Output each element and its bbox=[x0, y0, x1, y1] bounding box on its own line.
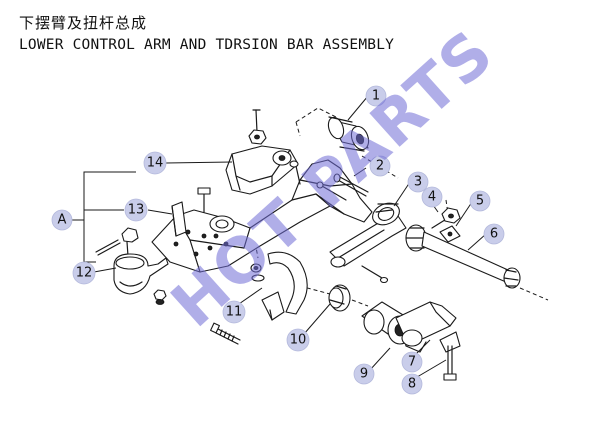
callout-4: 4 bbox=[421, 186, 443, 208]
part-nut-4 bbox=[441, 207, 461, 224]
part-lever-7 bbox=[395, 301, 457, 353]
svg-text:A: A bbox=[58, 213, 67, 228]
part-ball-joint-12 bbox=[95, 227, 169, 305]
callout-a: A bbox=[51, 209, 73, 231]
callout-13: 13 bbox=[124, 198, 148, 222]
part-bushing-1 bbox=[327, 116, 370, 152]
svg-text:1: 1 bbox=[372, 89, 380, 104]
callout-9: 9 bbox=[353, 363, 375, 385]
svg-text:13: 13 bbox=[128, 203, 145, 218]
callout-1: 1 bbox=[365, 85, 387, 107]
svg-text:9: 9 bbox=[360, 367, 368, 382]
svg-text:4: 4 bbox=[428, 190, 436, 205]
part-torsion-arm-3 bbox=[329, 202, 407, 284]
svg-text:7: 7 bbox=[408, 355, 416, 370]
svg-text:8: 8 bbox=[408, 377, 416, 392]
part-bracket-14 bbox=[225, 109, 299, 195]
callout-5: 5 bbox=[469, 190, 491, 212]
svg-text:11: 11 bbox=[226, 305, 243, 320]
title-english: LOWER CONTROL ARM AND TDRSION BAR ASSEMB… bbox=[19, 37, 395, 53]
callout-10: 10 bbox=[286, 328, 310, 352]
part-pin-2 bbox=[333, 173, 369, 197]
part-bolt-8 bbox=[439, 331, 461, 381]
part-torsion-bar-6 bbox=[405, 217, 521, 289]
callout-11: 11 bbox=[222, 300, 246, 324]
callout-7: 7 bbox=[401, 351, 423, 373]
svg-text:12: 12 bbox=[76, 266, 93, 281]
part-bracket-13 bbox=[171, 201, 187, 237]
svg-text:3: 3 bbox=[414, 175, 422, 190]
title-chinese: 下摆臂及扭杆总成 bbox=[19, 14, 148, 32]
svg-text:5: 5 bbox=[476, 194, 484, 209]
callout-14: 14 bbox=[143, 151, 167, 175]
svg-text:10: 10 bbox=[290, 333, 307, 348]
callout-6: 6 bbox=[483, 223, 505, 245]
callout-8: 8 bbox=[401, 373, 423, 395]
leader-lines bbox=[70, 95, 487, 381]
part-bushing-10 bbox=[328, 284, 351, 312]
svg-text:14: 14 bbox=[147, 156, 164, 171]
part-lower-control-arm bbox=[151, 159, 373, 273]
callout-3: 3 bbox=[407, 171, 429, 193]
part-washer-5 bbox=[439, 225, 461, 243]
svg-text:2: 2 bbox=[376, 159, 384, 174]
callout-12: 12 bbox=[72, 261, 96, 285]
svg-text:6: 6 bbox=[490, 227, 498, 242]
part-clamp-11 bbox=[210, 251, 308, 345]
callout-2: 2 bbox=[369, 155, 391, 177]
